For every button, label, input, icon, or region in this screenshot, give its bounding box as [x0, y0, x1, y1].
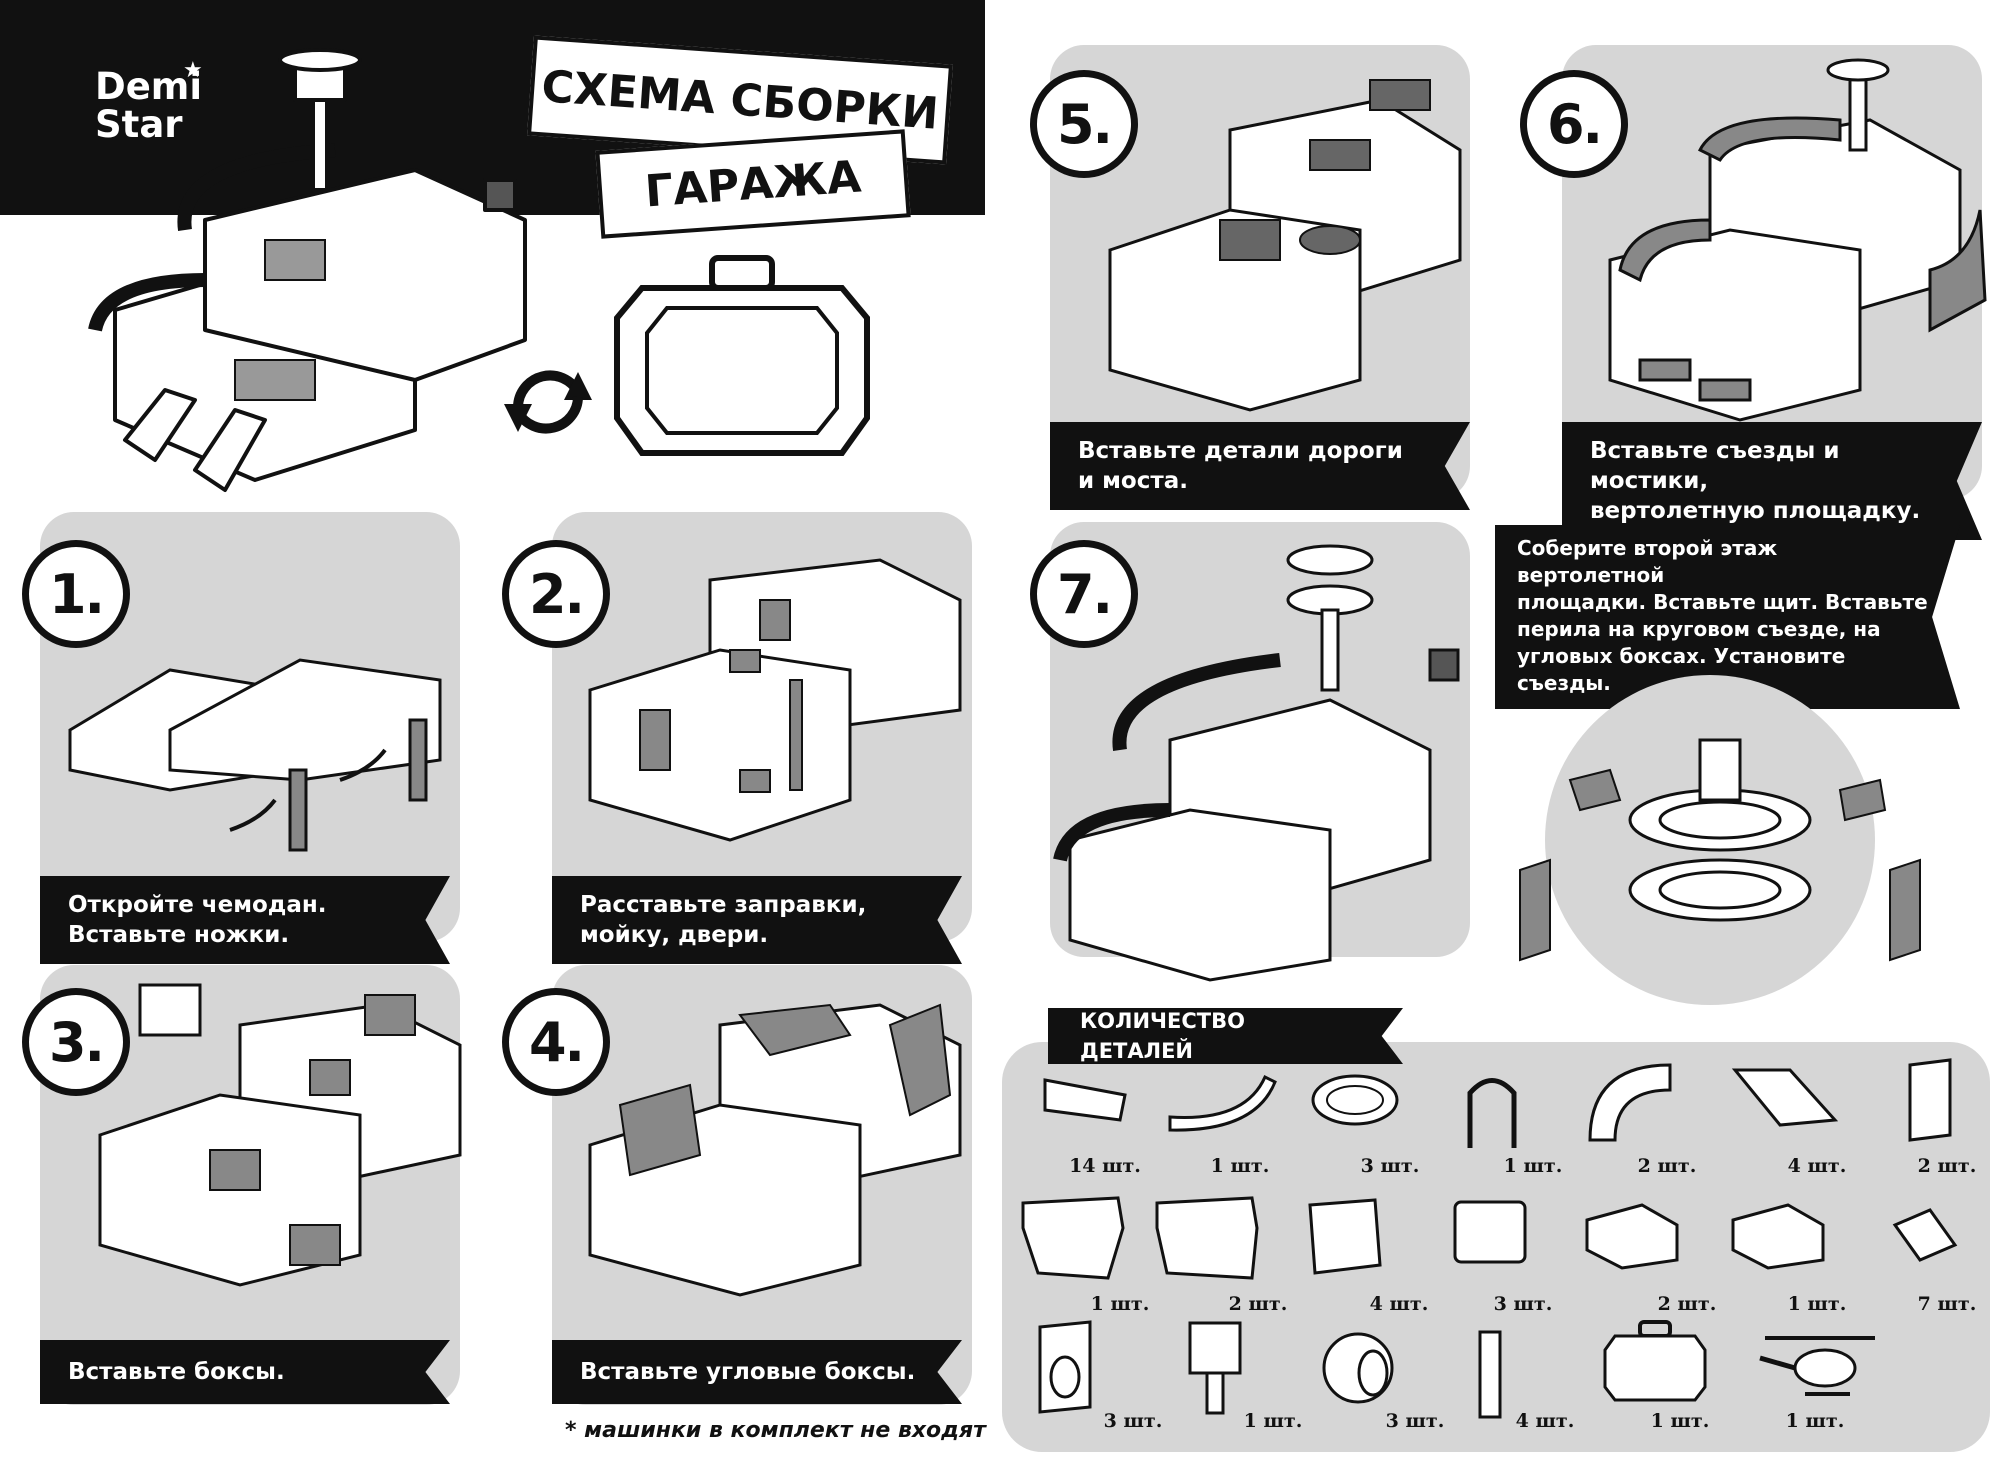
qty-row1-7: 2 шт. [1917, 1155, 1977, 1177]
footnote: * машинки в комплект не входят [565, 1418, 986, 1443]
qty-row1-4: 1 шт. [1503, 1155, 1563, 1177]
logo-line2: Star [95, 103, 183, 146]
qty-row2-7: 7 шт. [1917, 1293, 1977, 1315]
part-rail-piece-icon [1043, 1078, 1127, 1122]
step-4-caption: Вставьте угловые боксы. [552, 1340, 962, 1404]
step-2-caption: Расставьте заправки, мойку, двери. [552, 876, 962, 964]
step-4-caption-line1: Вставьте угловые боксы. [580, 1359, 916, 1385]
suitcase-illustration [614, 255, 870, 456]
step-7-note-line2: площадки. Вставьте щит. Вставьте [1517, 590, 1928, 614]
step-3-number: 3. [22, 988, 130, 1096]
qty-row1-6: 4 шт. [1787, 1155, 1847, 1177]
step-5-illustration [1108, 79, 1462, 412]
step-6-caption: Вставьте съезды и мостики, вертолетную п… [1562, 422, 1982, 540]
step-5-caption-line1: Вставьте детали дороги [1078, 438, 1403, 464]
part-curve-piece-icon [1168, 1074, 1277, 1132]
part-wash-icon [1585, 1203, 1679, 1270]
step-5-number: 5. [1030, 70, 1138, 178]
qty-row2-1: 1 шт. [1090, 1293, 1150, 1315]
step-2-number: 2. [502, 540, 610, 648]
part-sign-board-icon [1188, 1321, 1242, 1415]
rotate-arrows-icon [504, 370, 592, 434]
step-4-illustration [588, 1003, 962, 1297]
step-3-illustration [98, 983, 462, 1287]
part-helicopter-icon [1759, 1336, 1875, 1396]
part-pump-icon [1453, 1200, 1527, 1264]
part-corner-box-a-icon [1021, 1196, 1125, 1280]
step-5-caption: Вставьте детали дороги и моста. [1050, 422, 1470, 510]
assembled-garage-illustration [88, 48, 527, 492]
step-6-number: 6. [1520, 70, 1628, 178]
step-7-illustration [1053, 544, 1460, 982]
parts-title-text: КОЛИЧЕСТВО ДЕТАЛЕЙ [1080, 1009, 1245, 1063]
part-leg-icon [1478, 1330, 1502, 1419]
qty-row2-6: 1 шт. [1787, 1293, 1847, 1315]
step-2-illustration [588, 558, 962, 842]
page-title-line2: ГАРАЖА [643, 151, 863, 217]
step-7-note-line3: перила на круговом съезде, на [1517, 617, 1881, 641]
step-3-caption-line1: Вставьте боксы. [68, 1359, 285, 1385]
step-1-caption-line1: Откройте чемодан. [68, 892, 327, 918]
step-4-number: 4. [502, 988, 610, 1096]
qty-row2-3: 4 шт. [1369, 1293, 1429, 1315]
step-7-note-line1: Соберите второй этаж вертолетной [1517, 536, 1778, 587]
qty-row3-5: 1 шт. [1650, 1410, 1710, 1432]
logo-star-icon: ★ [183, 58, 203, 83]
step-1-illustration [68, 658, 442, 852]
step-5-caption-line2: и моста. [1078, 468, 1188, 494]
part-tile-icon [1892, 1208, 1958, 1262]
part-roller-icon [1322, 1332, 1394, 1404]
step-1-caption-line2: Вставьте ножки. [68, 922, 290, 948]
step-6-caption-line2: вертолетную площадку. [1590, 498, 1921, 524]
part-disc-icon [1311, 1074, 1399, 1126]
brand-logo: Demi Star [95, 68, 202, 144]
step-1-number: 1. [22, 540, 130, 648]
part-curved-ramp-icon [1588, 1063, 1672, 1142]
qty-row1-2: 1 шт. [1210, 1155, 1270, 1177]
qty-row2-4: 3 шт. [1493, 1293, 1553, 1315]
qty-row1-1: 14 шт. [1069, 1155, 1141, 1177]
part-ramp-icon [1731, 1068, 1839, 1127]
qty-row2-5: 2 шт. [1657, 1293, 1717, 1315]
step-6-caption-line1: Вставьте съезды и мостики, [1590, 438, 1840, 494]
part-corner-box-b-icon [1155, 1196, 1259, 1280]
step-6-illustration [1608, 58, 1987, 422]
part-box-icon [1308, 1198, 1382, 1275]
qty-row3-2: 1 шт. [1243, 1410, 1303, 1432]
part-suitcase-icon [1603, 1320, 1707, 1402]
qty-row1-3: 3 шт. [1360, 1155, 1420, 1177]
helipad-detail-illustration [1519, 738, 1921, 962]
page-title-line1: СХЕМА СБОРКИ [539, 60, 941, 140]
qty-row3-1: 3 шт. [1103, 1410, 1163, 1432]
step-3-caption: Вставьте боксы. [40, 1340, 450, 1404]
step-2-caption-line2: мойку, двери. [580, 922, 769, 948]
part-rail-post-icon [1038, 1320, 1092, 1414]
logo-line1: Demi [95, 65, 203, 108]
qty-row3-6: 1 шт. [1785, 1410, 1845, 1432]
step-1-caption: Откройте чемодан. Вставьте ножки. [40, 876, 450, 964]
part-door-panel-icon [1908, 1058, 1952, 1142]
part-ramp-block-icon [1731, 1203, 1825, 1270]
step-2-caption-line1: Расставьте заправки, [580, 892, 867, 918]
part-arch-icon [1467, 1078, 1517, 1148]
qty-row1-5: 2 шт. [1637, 1155, 1697, 1177]
qty-row3-4: 4 шт. [1515, 1410, 1575, 1432]
qty-row3-3: 3 шт. [1385, 1410, 1445, 1432]
step-7-number: 7. [1030, 540, 1138, 648]
qty-row2-2: 2 шт. [1228, 1293, 1288, 1315]
step-7-note-line4: угловых боксах. Установите съезды. [1517, 644, 1846, 695]
parts-title: КОЛИЧЕСТВО ДЕТАЛЕЙ [1048, 1008, 1403, 1064]
